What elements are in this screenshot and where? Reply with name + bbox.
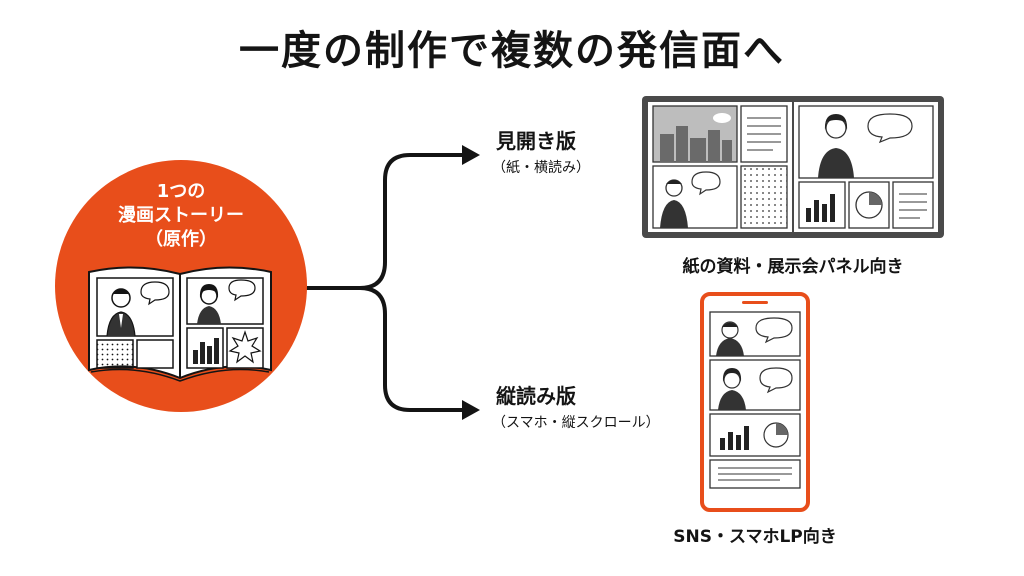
spread-caption: 紙の資料・展示会パネル向き (682, 257, 904, 277)
branch-spread-subtitle: （紙・横読み） (492, 160, 590, 176)
smartphone-caption: SNS・スマホLP向き (673, 527, 837, 547)
spread-layout-illustration (642, 96, 944, 238)
source-line-2: 漫画ストーリー (118, 205, 244, 226)
branch-vertical-title: 縦読み版 (496, 384, 576, 408)
connector-lower (359, 286, 462, 412)
source-label: 1つの 漫画ストーリー （原作） (55, 180, 307, 252)
arrowhead-upper (462, 145, 480, 165)
arrowhead-lower (462, 400, 480, 420)
branch-vertical-subtitle: （スマホ・縦スクロール） (492, 415, 660, 431)
open-comic-book-illustration (88, 266, 272, 382)
smartphone-illustration (700, 292, 810, 512)
connector-stem (305, 153, 462, 290)
source-line-3: （原作） (145, 229, 217, 250)
branch-spread-title: 見開き版 (496, 129, 576, 153)
source-line-1: 1つの (156, 181, 206, 202)
page-title: 一度の制作で複数の発信面へ (239, 28, 785, 74)
